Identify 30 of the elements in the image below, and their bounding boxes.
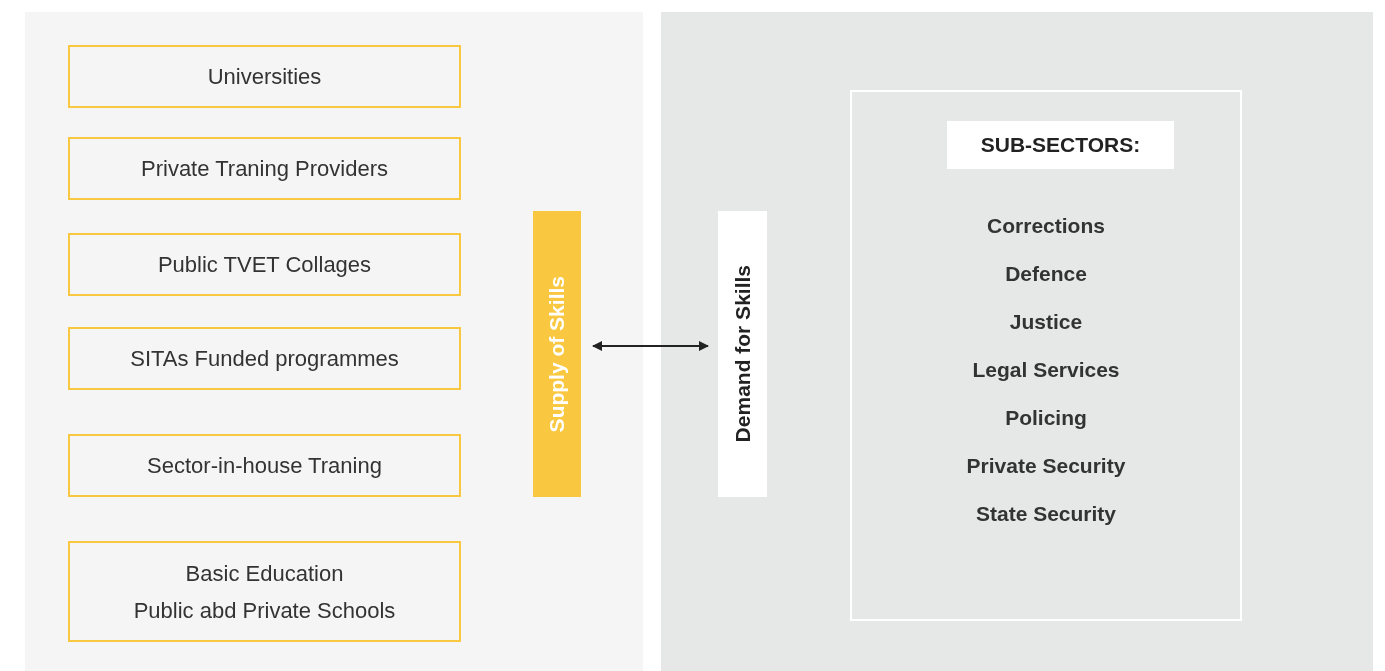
box-label: Public TVET Collages [157,251,372,279]
sub-sector-label: Legal Services [972,357,1120,383]
box-label: Private Traning Providers [141,155,388,183]
box-label: Basic Education [185,559,344,588]
box-label: Supply of Skills [545,275,569,433]
demand-bar [718,211,767,497]
sub-sector-label: State Security [975,501,1117,527]
box-label: Universities [207,63,322,91]
heading-label: SUB-SECTORS: [980,133,1141,157]
source-box [68,137,461,200]
left-panel [25,12,643,671]
sub-sector-label: Policing [1005,405,1087,431]
supply-bar [533,211,581,497]
right-panel [661,12,1373,671]
source-box [68,233,461,296]
source-box [68,434,461,497]
source-box [68,45,461,108]
sub-sector-label: Defence [1005,261,1087,287]
sub-sector-label: Private Security [966,453,1126,479]
sub-sector-label: Justice [1009,309,1083,335]
sub-sectors-box [850,90,1242,621]
source-box [68,327,461,390]
source-box [68,541,461,642]
sub-sector-label: Corrections [987,213,1105,239]
double-arrow [592,341,709,351]
box-label: Public abd Private Schools [133,596,396,625]
box-label: Sector-in-house Traning [147,452,382,480]
heading-box [947,121,1174,169]
box-label: SITAs Funded programmes [130,345,399,373]
box-label: Demand for Skills [730,265,755,443]
